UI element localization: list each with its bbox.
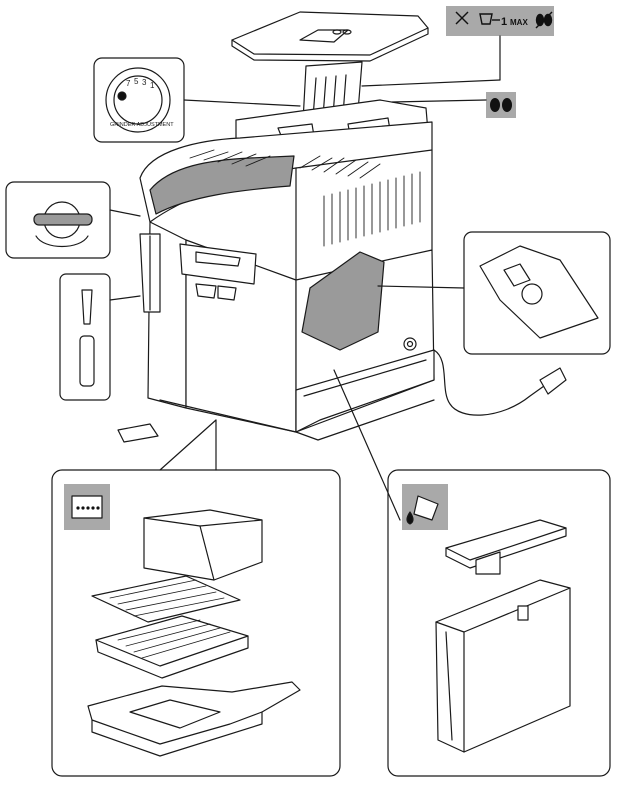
- steam-knob-callout: [5, 181, 141, 259]
- brew-unit-callout: [377, 231, 611, 355]
- scoop-icon: [479, 13, 500, 25]
- coarse-bean-icon: [117, 91, 127, 101]
- power-plug-icon: [539, 367, 567, 395]
- no-beans-icon: [535, 11, 553, 29]
- dial-number: 5: [134, 77, 139, 86]
- power-cord: [433, 349, 545, 416]
- scoop-count: 1: [501, 16, 507, 28]
- water-tank-icon: [402, 484, 448, 530]
- milk-tube-callout: [59, 273, 141, 401]
- drip-tray-panel: [51, 419, 341, 777]
- machine-body: [117, 99, 435, 443]
- water-tank-panel: [333, 369, 611, 777]
- drip-tray-icon: [64, 484, 110, 530]
- dial-number: 7: [126, 79, 131, 88]
- dial-caption: GRINDER ADJUSTMENT: [110, 122, 174, 128]
- beans-badge: [391, 92, 516, 118]
- dial-number: 3: [142, 78, 147, 87]
- no-ground-coffee-icon: [455, 11, 469, 25]
- bean-container-lid: [231, 11, 429, 62]
- dial-number: 1: [150, 81, 155, 90]
- scoop-unit: MAX: [510, 18, 528, 27]
- grinder-dial-callout: [93, 57, 301, 143]
